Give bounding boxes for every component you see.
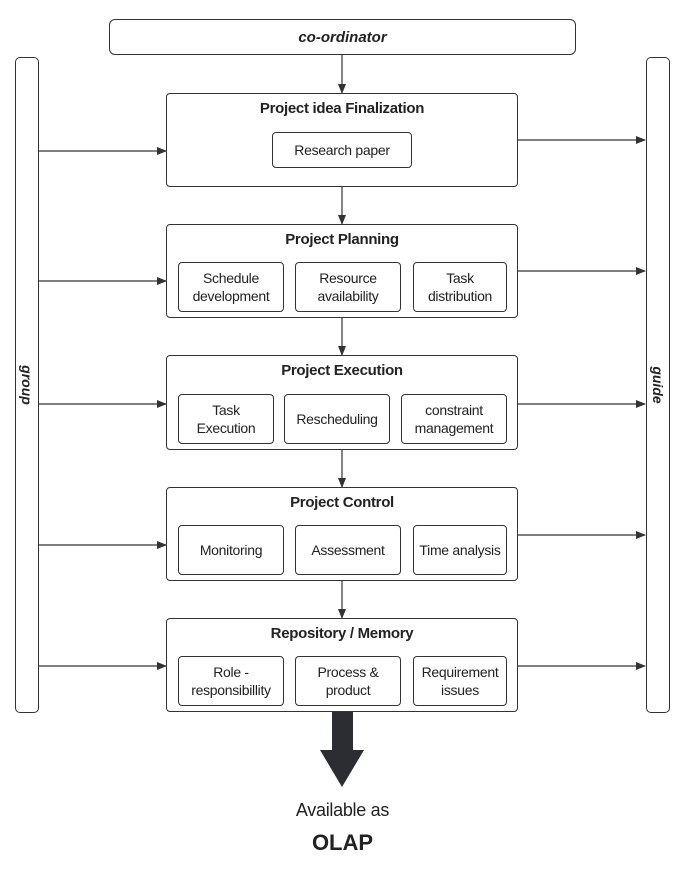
stage-title: Project Planning bbox=[285, 231, 399, 248]
guide-bar: guide bbox=[646, 57, 670, 713]
item-research-paper: Research paper bbox=[272, 132, 412, 168]
stage-idea-finalization: Project idea Finalization Research paper bbox=[166, 93, 518, 187]
stage-control: Project Control Monitoring Assessment Ti… bbox=[166, 487, 518, 581]
stage-planning: Project Planning Schedule development Re… bbox=[166, 224, 518, 318]
output-down-arrow bbox=[320, 712, 364, 787]
output-line1: Available as bbox=[295, 800, 390, 820]
stage-title: Repository / Memory bbox=[270, 625, 414, 642]
item-schedule-development: Schedule development bbox=[178, 262, 284, 312]
item-resource-availability: Resource availability bbox=[295, 262, 401, 312]
item-task-distribution: Task distribution bbox=[413, 262, 507, 312]
item-task-execution: Task Execution bbox=[178, 394, 274, 444]
item-role-responsibility: Role - responsibillity bbox=[178, 656, 284, 706]
item-time-analysis: Time analysis bbox=[413, 525, 507, 575]
item-constraint-management: constraint management bbox=[401, 394, 507, 444]
group-label: group bbox=[19, 365, 35, 405]
coordinator-label: co-ordinator bbox=[298, 28, 387, 46]
item-requirement-issues: Requirement issues bbox=[413, 656, 507, 706]
stage-title: Project idea Finalization bbox=[259, 100, 425, 117]
group-bar: group bbox=[15, 57, 39, 713]
stage-title: Project Control bbox=[290, 494, 394, 511]
stage-title: Project Execution bbox=[281, 362, 403, 379]
item-rescheduling: Rescheduling bbox=[284, 394, 390, 444]
coordinator-box: co-ordinator bbox=[109, 19, 576, 55]
item-assessment: Assessment bbox=[295, 525, 401, 575]
item-monitoring: Monitoring bbox=[178, 525, 284, 575]
stage-repository-memory: Repository / Memory Role - responsibilli… bbox=[166, 618, 518, 712]
stage-execution: Project Execution Task Execution Resched… bbox=[166, 355, 518, 450]
item-process-product: Process & product bbox=[295, 656, 401, 706]
output-line2: OLAP bbox=[311, 830, 374, 855]
guide-label: guide bbox=[650, 366, 666, 404]
